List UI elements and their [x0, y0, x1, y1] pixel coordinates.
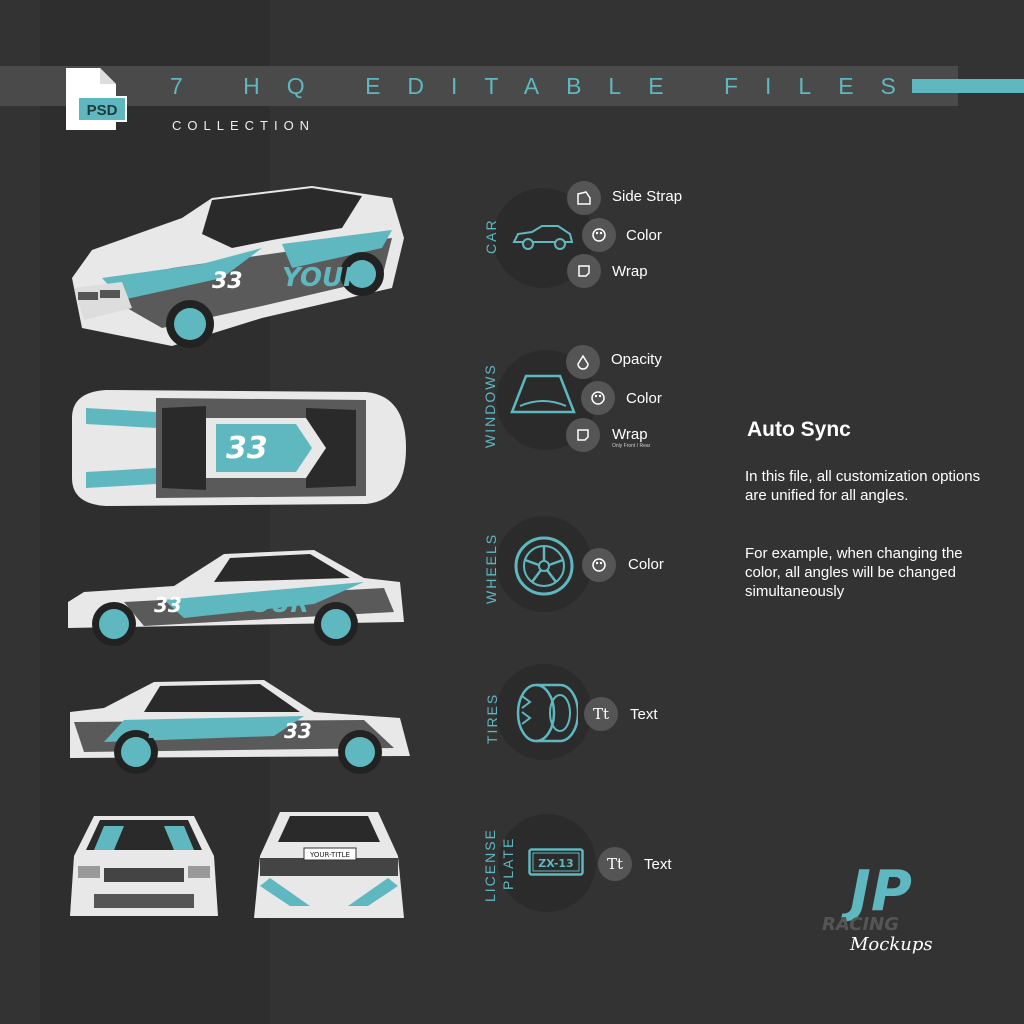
header-bar [0, 66, 958, 106]
car-rear-view: YOUR-TITLE [254, 812, 404, 918]
plate-section-circle [498, 814, 596, 912]
car-roof-number: 33 [226, 431, 268, 466]
auto-sync-paragraph-2: For example, when changing the color, al… [745, 545, 963, 600]
side-strap-option-icon[interactable] [567, 181, 601, 215]
license-plate-icon: ZX-13 [528, 848, 584, 876]
plate-section-label-line1: LICENSE [482, 828, 498, 902]
car-right-side-view: YOUR 33 [70, 680, 410, 774]
logo-mockups-text: Mockups [849, 934, 933, 955]
header-accent-bar [912, 79, 1024, 93]
header-subtitle: COLLECTION [172, 118, 316, 133]
car-color-option-label: Color [626, 227, 662, 244]
opacity-option-label: Opacity [611, 351, 662, 368]
wheels-color-option-icon[interactable] [582, 548, 616, 582]
windows-section-label: WINDOWS [482, 363, 498, 448]
car-right-number: 33 [284, 719, 312, 743]
plate-text: ZX-13 [538, 857, 573, 870]
plate-text-option-label: Text [644, 856, 672, 873]
car-left-text: YOUR [234, 590, 309, 618]
car-wrap-option-icon[interactable] [567, 254, 601, 288]
rear-plate-text: YOUR-TITLE [309, 851, 350, 859]
wheels-section-label: WHEELS [483, 532, 499, 604]
car-top-view: 33 [72, 390, 406, 506]
car-right-text: YOUR [144, 719, 213, 744]
car-icon [512, 225, 574, 250]
tire-icon [516, 683, 578, 743]
wheel-icon [514, 536, 574, 596]
plate-text-option-icon[interactable]: Tt [598, 847, 632, 881]
car-section-label: CAR [483, 218, 499, 254]
wheels-color-option-label: Color [628, 556, 664, 573]
opacity-option-icon[interactable] [566, 345, 600, 379]
car-number: 33 [212, 269, 243, 294]
windows-color-option-icon[interactable] [581, 381, 615, 415]
tires-text-option-icon[interactable]: Tt [584, 697, 618, 731]
car-left-number: 33 [154, 593, 182, 617]
car-left-side-view: YOUR 33 [68, 550, 404, 646]
car-front-view [70, 816, 218, 916]
auto-sync-paragraph-1: In this file, all customization options … [745, 468, 981, 504]
car-front-three-quarter-view: YOUR 33 [72, 186, 404, 348]
logo-mark: JP [840, 862, 912, 924]
tires-section-label: TIRES [484, 692, 500, 744]
windshield-icon [510, 374, 576, 414]
car-side-text: YOUR [282, 263, 363, 293]
jp-racing-mockups-logo: JP RACING Mockups [822, 862, 933, 955]
windows-wrap-option-label: Wrap [612, 426, 648, 443]
plate-section-label-line2: PLATE [500, 836, 516, 890]
car-wrap-option-label: Wrap [612, 263, 648, 280]
auto-sync-title: Auto Sync [747, 418, 851, 441]
side-strap-option-label: Side Strap [612, 188, 683, 205]
logo-racing-text: RACING [822, 914, 899, 935]
wheels-section-circle [496, 516, 592, 612]
header-title: 7 HQ EDITABLE FILES [170, 73, 923, 99]
tires-section-circle [496, 664, 592, 760]
tires-text-option-label: Text [630, 706, 658, 723]
windows-color-option-label: Color [626, 390, 662, 407]
psd-badge: PSD [77, 96, 127, 122]
car-color-option-icon[interactable] [582, 218, 616, 252]
windows-wrap-option-icon[interactable] [566, 418, 600, 452]
windows-wrap-note: Only Front / Rear [612, 443, 651, 449]
